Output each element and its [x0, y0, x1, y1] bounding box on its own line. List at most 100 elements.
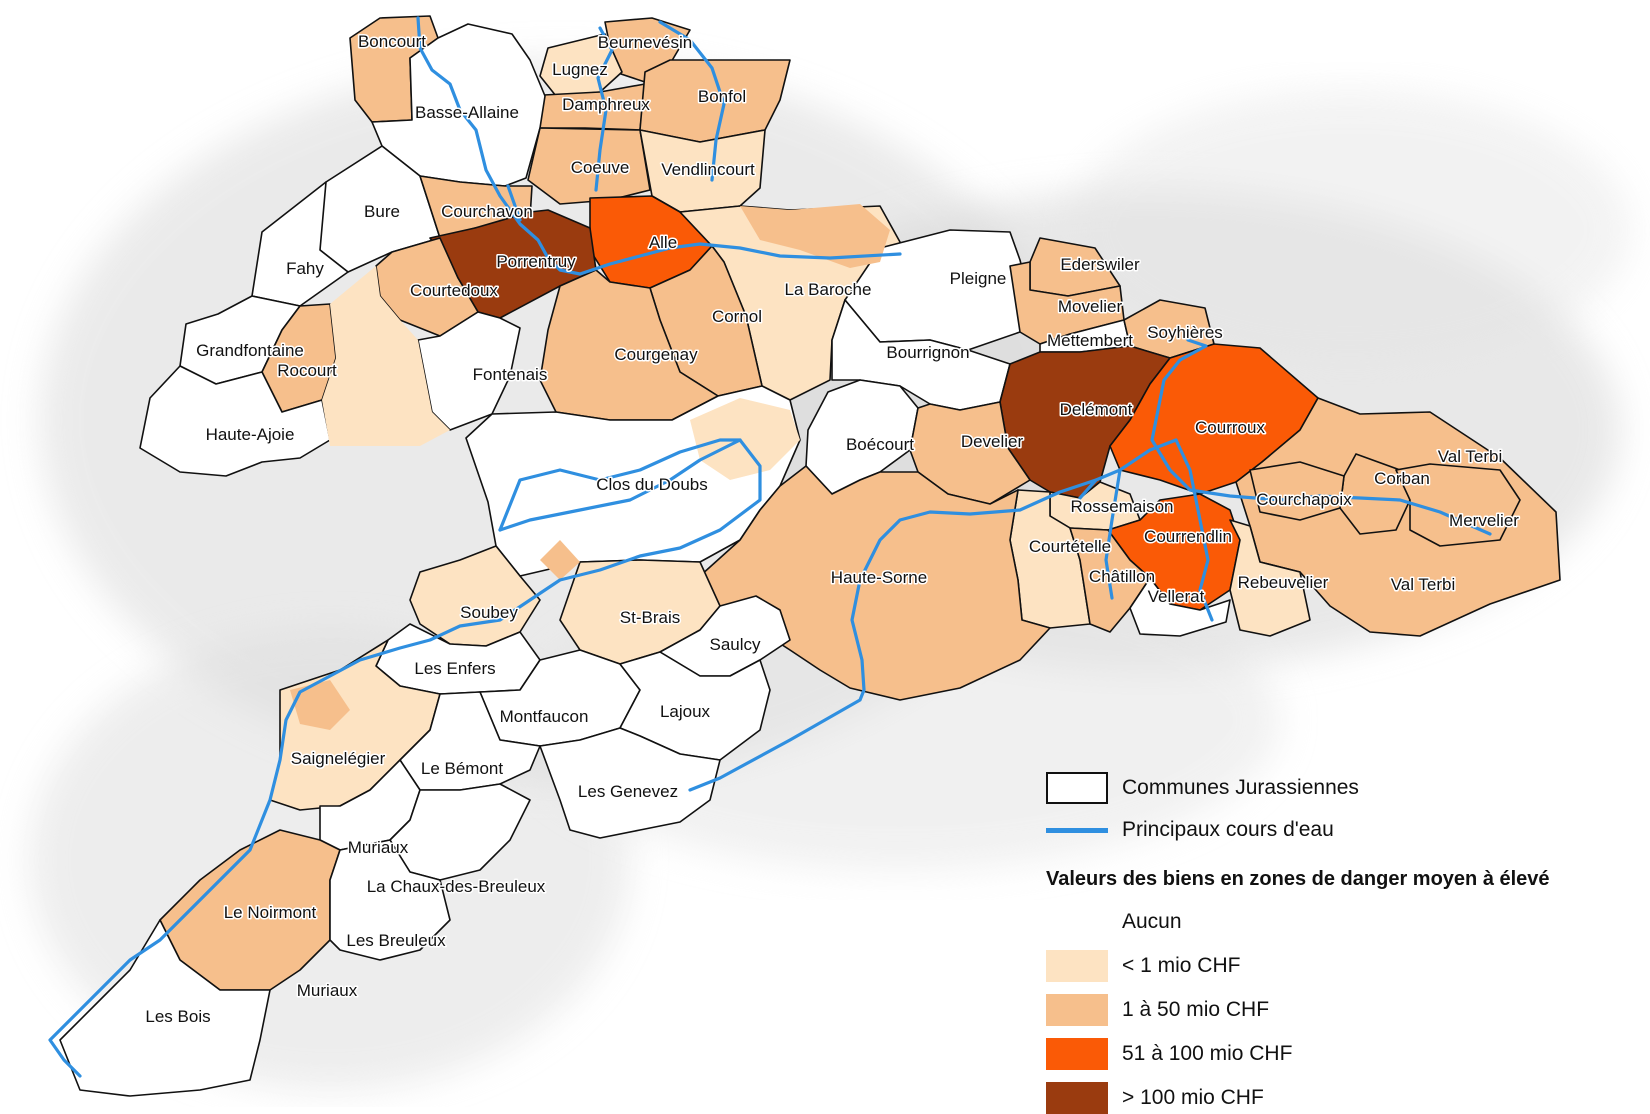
legend-class-label: Aucun	[1122, 910, 1182, 933]
label-court-telle: Courtételle	[1029, 537, 1111, 556]
river-line-6	[1174, 438, 1214, 622]
label-soyhi-res: Soyhières	[1147, 323, 1223, 342]
river-line-10	[498, 438, 742, 532]
label-muriaux: Muriaux	[348, 838, 409, 857]
legend-class-label: > 100 mio CHF	[1122, 1086, 1264, 1109]
legend-class-swatch	[1046, 906, 1108, 938]
legend-class-swatch	[1046, 1082, 1108, 1114]
label-fahy: Fahy	[286, 259, 324, 278]
river-line-1	[506, 184, 522, 222]
legend-communes: Communes Jurassiennes	[1046, 772, 1359, 804]
label-del-mont: Delémont	[1060, 400, 1133, 419]
label-val-terbi: Val Terbi	[1438, 447, 1503, 466]
label-ederswiler: Ederswiler	[1060, 255, 1140, 274]
label-boncourt: Boncourt	[358, 32, 426, 51]
label-courgenay: Courgenay	[614, 345, 698, 364]
river-line-3	[658, 20, 726, 182]
label-cornol: Cornol	[712, 307, 762, 326]
label-lajoux: Lajoux	[660, 702, 711, 721]
commune-les-breuleux	[329, 839, 451, 961]
river-line-9	[48, 438, 762, 1078]
label-st-brais: St-Brais	[620, 608, 680, 627]
label-le-noirmont: Le Noirmont	[224, 903, 317, 922]
label-courrendlin: Courrendlin	[1144, 527, 1232, 546]
label-haute-ajoie: Haute-Ajoie	[206, 425, 295, 444]
label-courtedoux: Courtedoux	[410, 281, 498, 300]
label-courchapoix: Courchapoix	[1256, 490, 1352, 509]
label-mettembert: Mettembert	[1047, 331, 1133, 350]
value-patch-0	[322, 266, 450, 446]
communes-layer	[59, 15, 1561, 1097]
legend-class-label: 51 à 100 mio CHF	[1122, 1042, 1293, 1065]
label-le-b-mont: Le Bémont	[421, 759, 503, 778]
river-line-4	[1150, 338, 1492, 536]
label-courchavon: Courchavon	[441, 202, 533, 221]
label-rebeuvelier: Rebeuvelier	[1238, 573, 1329, 592]
label-rocourt: Rocourt	[277, 361, 337, 380]
legend-class-row: 51 à 100 mio CHF	[1046, 1038, 1292, 1070]
legend-rivers-swatch	[1046, 814, 1108, 846]
label-lugnez: Lugnez	[552, 60, 608, 79]
river-line-0	[416, 16, 902, 276]
river-line-2	[594, 26, 614, 192]
label-rossemaison: Rossemaison	[1071, 497, 1174, 516]
label-develier: Develier	[961, 432, 1024, 451]
label-les-enfers: Les Enfers	[414, 659, 495, 678]
label-saignel-gier: Saignelégier	[291, 749, 386, 768]
label-coeuve: Coeuve	[571, 158, 630, 177]
label-courroux: Courroux	[1195, 418, 1265, 437]
label-ch-tillon: Châtillon	[1089, 567, 1155, 586]
commune-vellerat	[1129, 577, 1231, 637]
value-patch-1	[740, 204, 890, 268]
label-clos-du-doubs: Clos du Doubs	[596, 475, 708, 494]
legend-communes-label: Communes Jurassiennes	[1122, 776, 1359, 799]
label-la-chaux-des-breuleux: La Chaux-des-Breuleux	[367, 877, 546, 896]
label-bure: Bure	[364, 202, 400, 221]
label-haute-sorne: Haute-Sorne	[831, 568, 927, 587]
commune-rebeuvelier	[1229, 519, 1311, 637]
legend-class-row: Aucun	[1046, 906, 1182, 938]
legend-communes-swatch	[1046, 772, 1108, 804]
value-patch-3	[540, 540, 580, 580]
legend-class-label: 1 à 50 mio CHF	[1122, 998, 1270, 1021]
legend-class-swatch	[1046, 994, 1108, 1026]
label-porrentruy: Porrentruy	[496, 252, 576, 271]
label-mervelier: Mervelier	[1449, 511, 1519, 530]
label-alle: Alle	[649, 233, 677, 252]
river-line-7	[1104, 468, 1122, 600]
label-la-baroche: La Baroche	[785, 280, 872, 299]
legend-class-row: 1 à 50 mio CHF	[1046, 994, 1269, 1026]
legend-class-label: < 1 mio CHF	[1122, 954, 1241, 977]
commune-movelier	[1009, 261, 1125, 345]
label-bo-court: Boécourt	[846, 435, 914, 454]
legend-rivers-label: Principaux cours d'eau	[1122, 818, 1334, 841]
label-bourrignon: Bourrignon	[886, 343, 969, 362]
river-line-8	[688, 478, 1098, 792]
label-bonfol: Bonfol	[698, 87, 746, 106]
legend-values-title: Valeurs des biens en zones de danger moy…	[1046, 868, 1550, 890]
legend-class-swatch	[1046, 950, 1108, 982]
commune-develier	[909, 401, 1031, 505]
label-vellerat: Vellerat	[1148, 587, 1205, 606]
label-montfaucon: Montfaucon	[500, 707, 589, 726]
label-les-genevez: Les Genevez	[578, 782, 678, 801]
rivers-layer	[48, 16, 1492, 1078]
label-les-breuleux: Les Breuleux	[346, 931, 446, 950]
value-patch-4	[290, 680, 350, 730]
commune-les-genevez	[539, 727, 721, 839]
commune-courchapoix	[1249, 461, 1345, 521]
legend-class-swatch	[1046, 1038, 1108, 1070]
label-extra-1: Muriaux	[297, 981, 358, 1000]
legend-rivers: Principaux cours d'eau	[1046, 814, 1334, 846]
label-les-bois: Les Bois	[145, 1007, 210, 1026]
value-patch-2	[690, 398, 800, 480]
label-damphreux: Damphreux	[562, 95, 650, 114]
label-grandfontaine: Grandfontaine	[196, 341, 304, 360]
label-soubey: Soubey	[460, 603, 518, 622]
legend-class-row: < 1 mio CHF	[1046, 950, 1240, 982]
label-pleigne: Pleigne	[950, 269, 1007, 288]
label-extra-0: Val Terbi	[1391, 575, 1456, 594]
label-saulcy: Saulcy	[709, 635, 761, 654]
